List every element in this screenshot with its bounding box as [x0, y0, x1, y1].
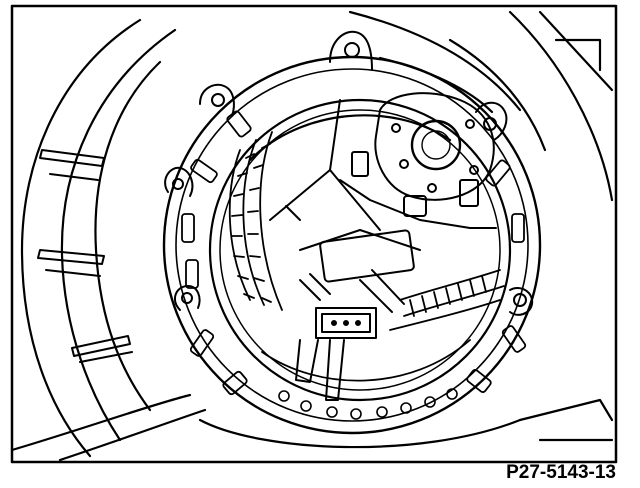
mounting-ears — [164, 30, 534, 316]
center-hub — [269, 99, 421, 283]
outer-housing-arcs — [10, 18, 207, 462]
clutch-drum — [208, 98, 512, 402]
bottom-bolt-holes — [278, 388, 458, 420]
pump-assembly — [339, 92, 497, 229]
shaft-bore — [410, 119, 462, 171]
special-tool-fixture — [295, 269, 405, 401]
case-outer-ring — [162, 55, 542, 435]
bolt-hole — [513, 293, 527, 307]
flange-slots — [181, 110, 527, 396]
bolt-hole — [181, 292, 193, 304]
figure-frame — [10, 4, 618, 464]
bottom-housing-lip — [198, 398, 614, 449]
bolt-hole — [344, 42, 360, 58]
figure-reference-code: P27-5143-13 — [506, 462, 616, 483]
planetary-gear-teeth — [389, 269, 505, 331]
bolt-hole — [211, 93, 225, 107]
clutch-pack — [228, 131, 283, 311]
left-mounting-tabs — [37, 149, 133, 363]
